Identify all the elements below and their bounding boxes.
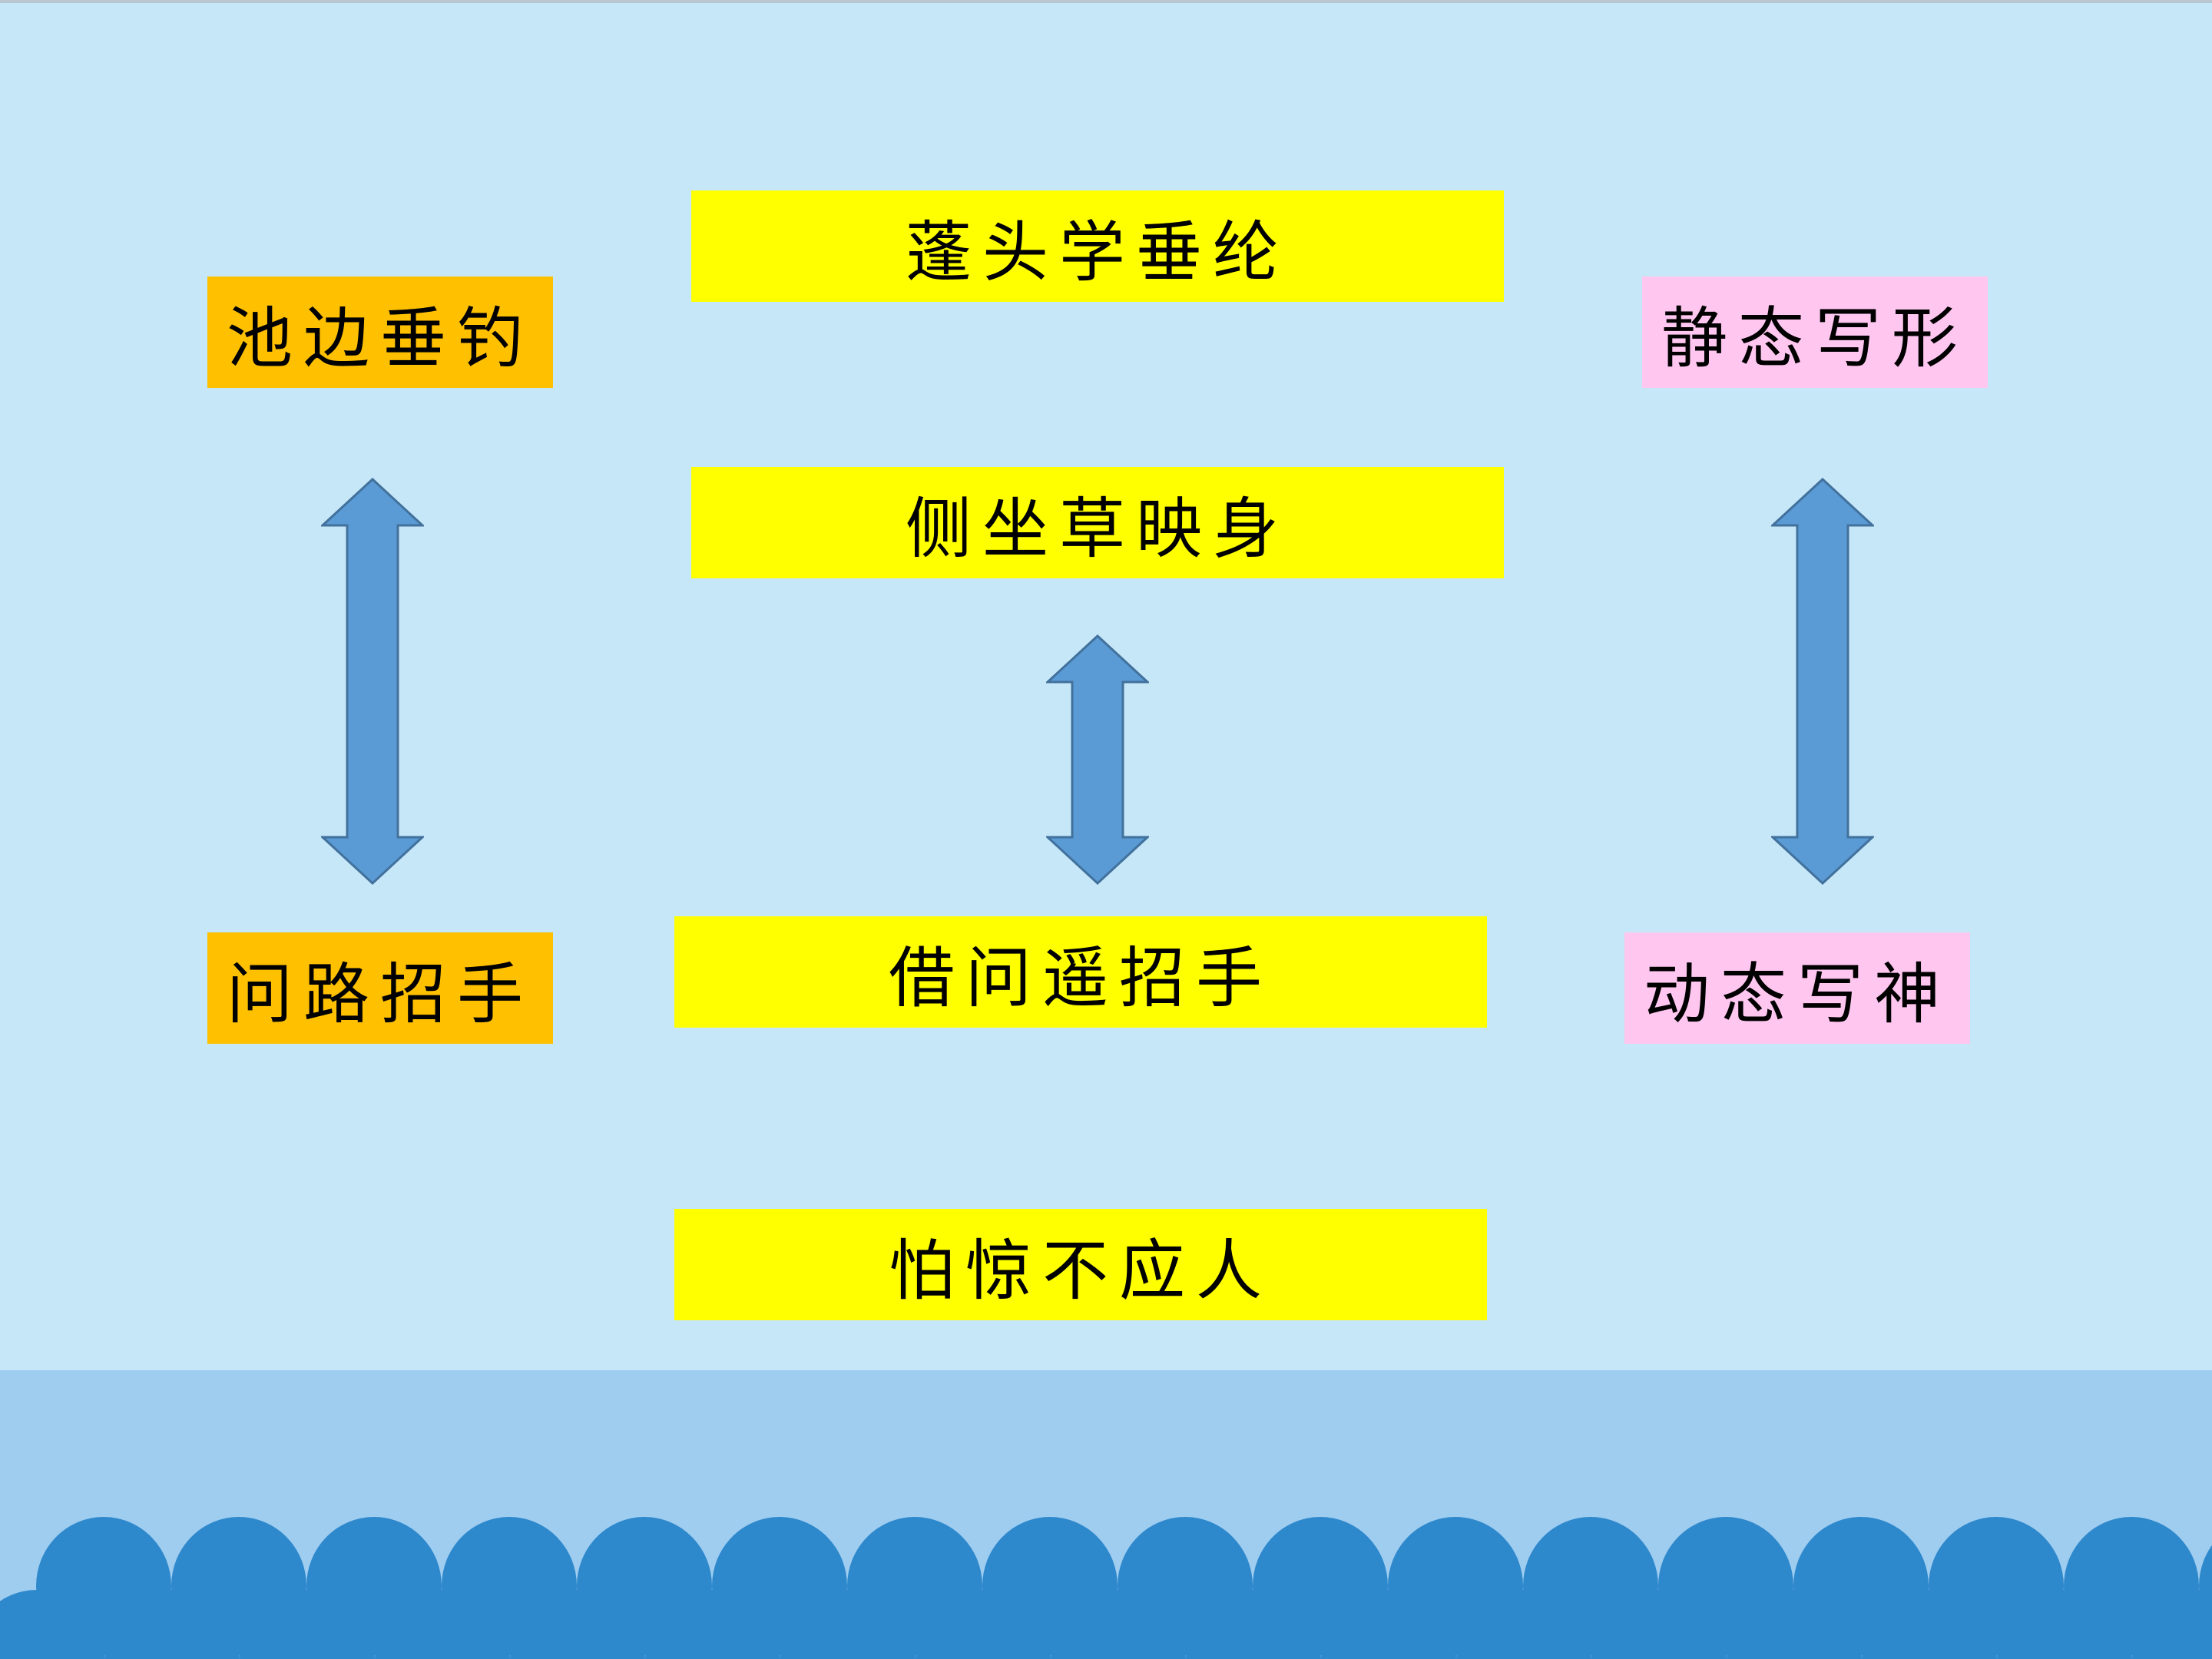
right-bottom-label: 动态写神 — [1624, 932, 1970, 1044]
wave-bump-front — [104, 1590, 240, 1659]
wave-bump-front — [1456, 1590, 1591, 1659]
wave-bump-front — [1051, 1590, 1186, 1659]
poem-line-2-text: 侧坐草映身 — [906, 491, 1290, 568]
wave-bump-front — [0, 1590, 104, 1659]
double-arrow-icon — [1046, 634, 1149, 885]
poem-line-1: 蓬头学垂纶 — [691, 190, 1504, 302]
wave-bump-front — [780, 1590, 916, 1659]
wave-bump-front — [2132, 1590, 2212, 1659]
right-top-label: 静态写形 — [1642, 276, 1988, 388]
wave-bump-front — [1727, 1590, 1862, 1659]
left-top-label: 池边垂钓 — [207, 276, 553, 388]
poem-line-3-text: 借问遥招手 — [889, 940, 1273, 1017]
wave-bump-front — [1591, 1590, 1727, 1659]
wave-bump-front — [240, 1590, 375, 1659]
top-border — [0, 0, 2212, 3]
wave-bump-front — [645, 1590, 780, 1659]
right-top-text: 静态写形 — [1661, 300, 1969, 377]
wave-bump-front — [510, 1590, 645, 1659]
wave-bump-front — [1186, 1590, 1321, 1659]
right-bottom-text: 动态写神 — [1644, 956, 1951, 1033]
poem-line-1-text: 蓬头学垂纶 — [906, 214, 1290, 291]
wave-bump-front — [1997, 1590, 2132, 1659]
poem-line-4: 怕惊不应人 — [674, 1209, 1487, 1320]
poem-line-4-text: 怕惊不应人 — [889, 1233, 1273, 1310]
wave-decoration — [0, 1517, 2212, 1659]
poem-line-2: 侧坐草映身 — [691, 467, 1504, 578]
left-top-text: 池边垂钓 — [227, 300, 534, 377]
double-arrow-icon — [321, 478, 424, 885]
left-bottom-text: 问路招手 — [227, 956, 534, 1033]
wave-bump-front — [1321, 1590, 1456, 1659]
poem-line-3: 借问遥招手 — [674, 916, 1487, 1028]
wave-bump-front — [916, 1590, 1051, 1659]
wave-bump-front — [1862, 1590, 1997, 1659]
double-arrow-icon — [1771, 478, 1874, 885]
wave-bump-front — [375, 1590, 510, 1659]
left-bottom-label: 问路招手 — [207, 932, 553, 1044]
